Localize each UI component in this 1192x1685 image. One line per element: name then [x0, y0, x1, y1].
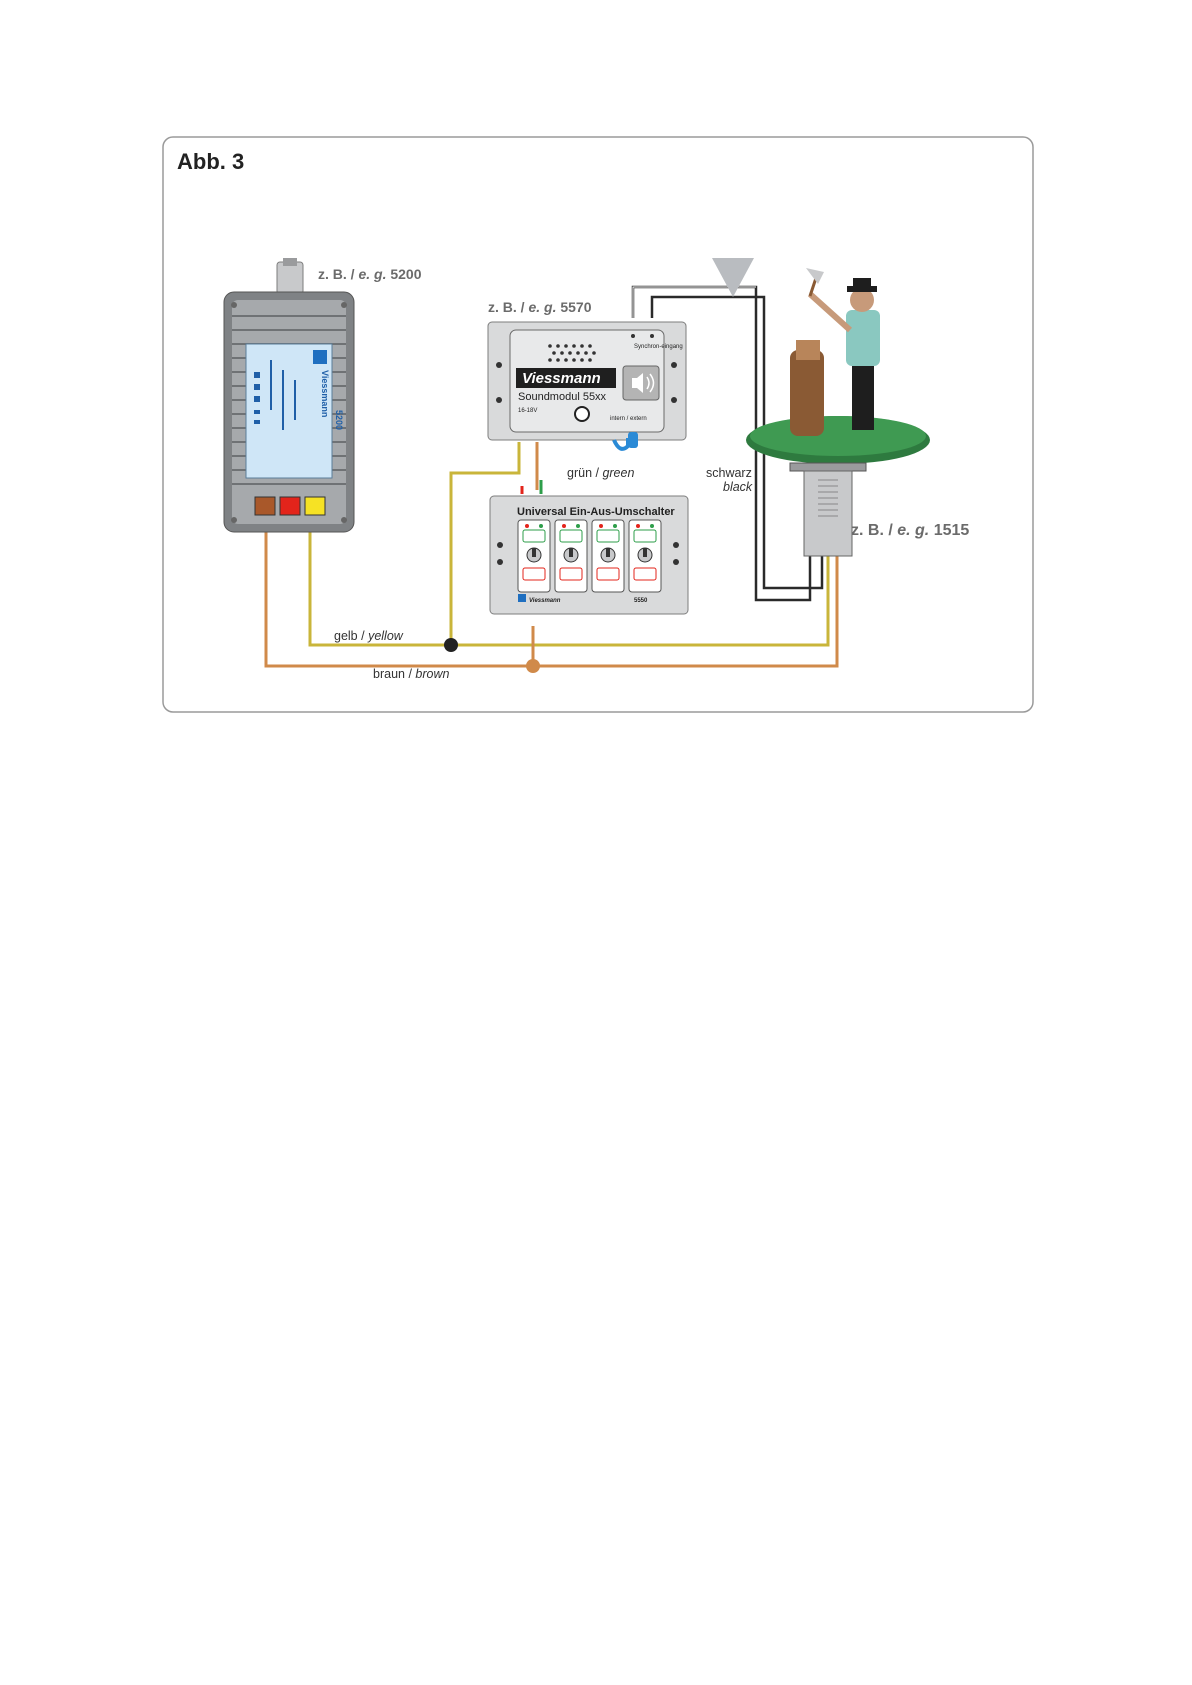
switch-channel [518, 520, 550, 592]
figure-title: Abb. 3 [177, 149, 244, 174]
psu-terminal-brown [255, 497, 275, 515]
yellow-wire-label: gelb / yellow [334, 629, 404, 643]
psu-brand-text: Viessmann [320, 370, 330, 417]
psu-terminal-yellow [305, 497, 325, 515]
psu-brand-logo [313, 350, 327, 364]
brown-wire-label: braun / brown [373, 667, 449, 681]
switch-model: 5550 [634, 598, 648, 604]
psu-plug [277, 262, 303, 294]
tree-stump [790, 350, 824, 436]
green-wire-label: grün / green [567, 466, 634, 480]
psu-model-text: 5200 [334, 410, 344, 430]
switch-channel [592, 520, 624, 592]
speaker-plug [628, 432, 638, 448]
switch-channel [555, 520, 587, 592]
psu-screw [231, 517, 237, 523]
figure-legs [852, 360, 874, 430]
black-wire-label-en: black [723, 480, 753, 494]
psu-plug-tip [283, 258, 297, 266]
switch-panel-title: Universal Ein-Aus-Umschalter [517, 506, 675, 518]
socket-flange [790, 463, 866, 471]
brown-junction [526, 659, 540, 673]
figure-shirt [846, 310, 880, 366]
yellow-junction [444, 638, 458, 652]
volume-label: intern / extern [610, 416, 647, 422]
switch-panel: Universal Ein-Aus-Umschalter [490, 496, 688, 614]
socket-body [804, 471, 852, 556]
sound-module-brand: Viessmann [522, 370, 601, 387]
sync-input-label: Synchron-eingang [634, 344, 683, 350]
psu-terminal-red [280, 497, 300, 515]
sound-module-reference: z. B. / e. g. 5570 [488, 299, 592, 315]
psu-screw [231, 302, 237, 308]
figure-reference: z. B. / e. g. 1515 [851, 522, 969, 539]
switch-brand: Viessmann [529, 598, 561, 604]
sound-module-name: Soundmodul 55xx [518, 391, 607, 403]
switch-channel [629, 520, 661, 592]
switch-brand-logo [518, 594, 526, 602]
voltage-label: 16-18V [518, 408, 537, 414]
black-wire-label-de: schwarz [706, 466, 752, 480]
psu-screw [341, 302, 347, 308]
psu-screw [341, 517, 347, 523]
psu-reference: z. B. / e. g. 5200 [318, 266, 422, 282]
volume-knob [575, 407, 589, 421]
